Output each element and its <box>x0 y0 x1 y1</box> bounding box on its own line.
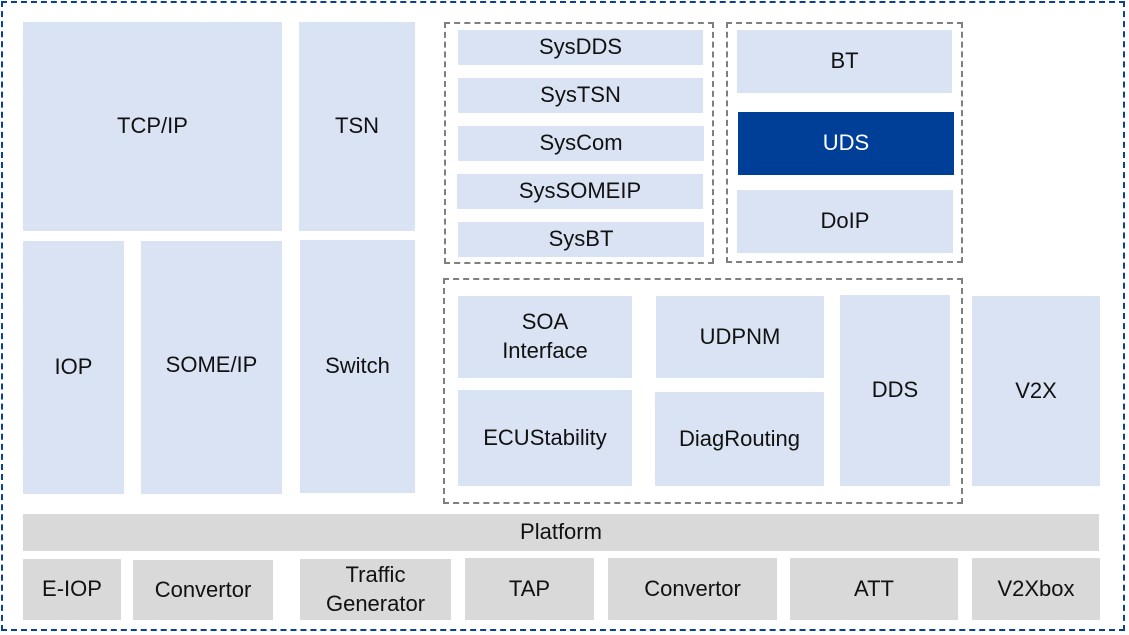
block-label: SysDDS <box>538 34 623 60</box>
block-tap: TAP <box>465 558 594 620</box>
block-sysbt: SysBT <box>458 222 704 257</box>
label-line: Generator <box>325 590 426 616</box>
block-label: TAP <box>508 575 551 601</box>
block-convertor-2: Convertor <box>608 558 777 620</box>
block-dds: DDS <box>840 295 950 486</box>
block-label: SysBT <box>548 226 614 252</box>
block-label: Convertor <box>644 575 741 601</box>
block-label: ATT <box>854 575 894 601</box>
label-line: SOA <box>521 309 569 335</box>
block-soa-interface: SOA Interface <box>458 296 632 378</box>
block-someip: SOME/IP <box>141 241 282 494</box>
block-iop: IOP <box>23 241 124 494</box>
block-label: ECUStability <box>483 424 607 450</box>
block-sysdds: SysDDS <box>458 30 703 65</box>
label-line: Traffic <box>345 561 406 587</box>
block-label: DiagRouting <box>678 425 801 451</box>
block-tsn: TSN <box>299 22 415 231</box>
block-diagrouting: DiagRouting <box>655 392 824 486</box>
block-label: Traffic Generator <box>326 561 425 618</box>
block-label: Platform <box>520 519 602 545</box>
block-label: IOP <box>54 354 93 380</box>
block-label: V2Xbox <box>997 575 1075 601</box>
block-v2x: V2X <box>972 296 1100 486</box>
block-switch: Switch <box>300 240 415 493</box>
block-att: ATT <box>790 558 958 620</box>
block-systsn: SysTSN <box>458 78 703 113</box>
block-traffic-generator: Traffic Generator <box>300 559 451 620</box>
block-doip: DoIP <box>737 190 953 253</box>
block-ecustability: ECUStability <box>458 390 632 486</box>
service-group <box>443 278 963 504</box>
block-label: BT <box>830 48 859 74</box>
block-label: SysCom <box>539 130 623 156</box>
sys-group <box>444 22 714 264</box>
block-syssomeip: SysSOMEIP <box>457 174 703 209</box>
block-label: UDS <box>822 130 870 156</box>
block-bt: BT <box>737 30 952 93</box>
block-label: SOME/IP <box>165 352 258 378</box>
label-line: Interface <box>502 338 588 363</box>
block-label: V2X <box>1015 377 1057 403</box>
block-v2xbox: V2Xbox <box>972 558 1100 620</box>
diag-group <box>726 22 963 263</box>
block-label: DDS <box>871 377 919 403</box>
block-label: Convertor <box>154 576 252 602</box>
block-label: UDPNM <box>699 323 781 349</box>
block-convertor-1: Convertor <box>133 560 273 620</box>
block-syscom: SysCom <box>458 126 704 161</box>
block-label: E-IOP <box>42 576 102 602</box>
block-label: SysTSN <box>540 82 621 108</box>
block-label: DoIP <box>820 208 870 234</box>
block-tcpip: TCP/IP <box>23 22 282 231</box>
block-uds: UDS <box>738 112 954 175</box>
block-label: SOA Interface <box>502 308 588 365</box>
block-udpnm: UDPNM <box>656 296 824 378</box>
block-label: SysSOMEIP <box>518 178 642 204</box>
block-label: TCP/IP <box>117 113 188 139</box>
block-label: TSN <box>335 113 379 139</box>
block-label: Switch <box>325 353 390 379</box>
block-platform: Platform <box>23 514 1099 551</box>
block-eiop: E-IOP <box>23 559 121 620</box>
